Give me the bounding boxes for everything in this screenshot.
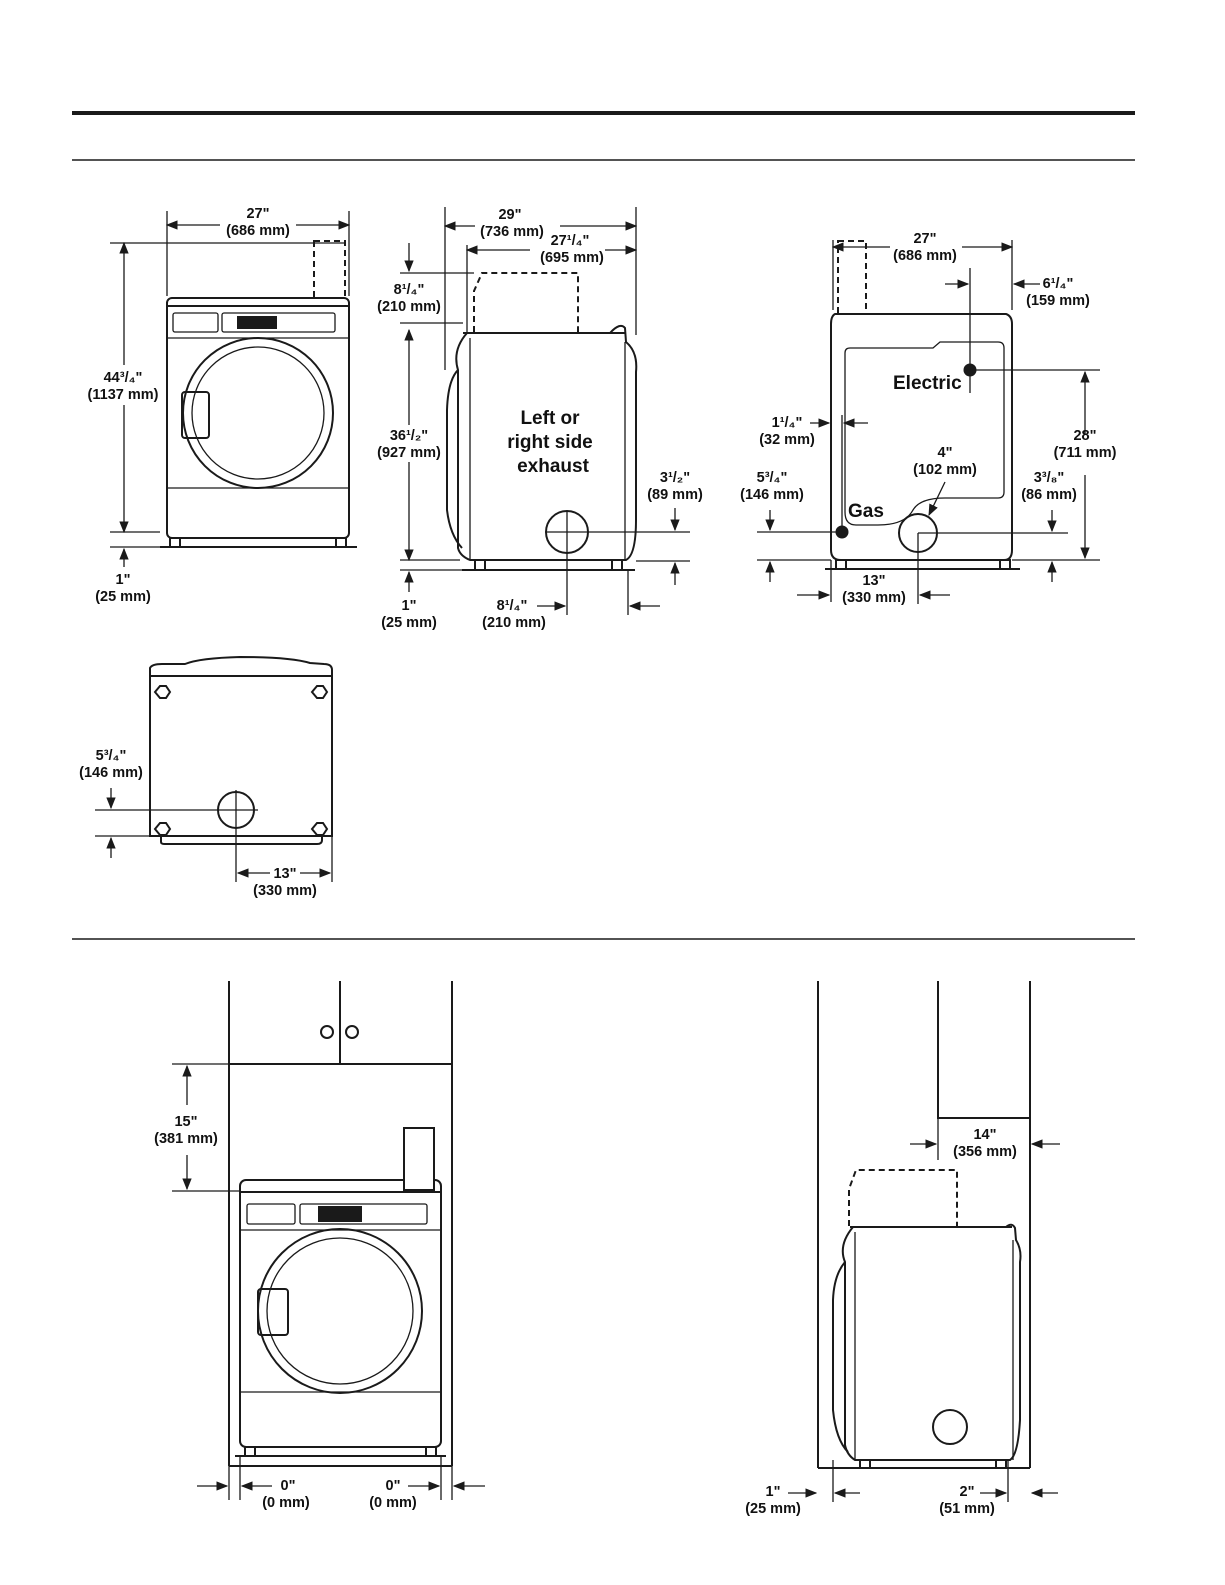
rear-width-in: 27" <box>913 231 936 247</box>
closet-side-vent-dashed <box>848 1169 958 1226</box>
rear-width-mm: (686 mm) <box>893 248 957 264</box>
closet-front-gap-in: 1" <box>766 1484 781 1500</box>
rear-gas-height-in: 5³/₄" <box>757 470 788 486</box>
closet-side-dryer <box>841 1223 1022 1461</box>
side-body-height-mm: (927 mm) <box>377 445 441 461</box>
bottom-center-in: 13" <box>273 866 296 882</box>
side-vent-height-in: 8¹/₄" <box>394 282 425 298</box>
front-foot-in: 1" <box>116 572 131 588</box>
closet-front-gap-mm: (25 mm) <box>745 1501 801 1517</box>
side-cabinet-depth-in: 27¹/₄" <box>551 233 590 249</box>
closet-front: 15" (381 mm) 0" (0 mm) 0" (0 mm) <box>154 981 485 1511</box>
side-exhaust-height-in: 3¹/₂" <box>660 470 690 486</box>
rear-view: Electric Gas 27" (686 mm) 6¹/₄" (159 mm)… <box>740 231 1116 606</box>
side-exhaust-back-mm: (210 mm) <box>482 615 546 631</box>
bottom-center-mm: (330 mm) <box>253 883 317 899</box>
gas-label: Gas <box>848 501 884 522</box>
front-view: 27" (686 mm) 44³/₄" (1137 mm) 1" (25 mm) <box>88 206 357 605</box>
side-body-height-in: 36¹/₂" <box>390 428 428 444</box>
closet-cabinet-gap-in: 15" <box>174 1114 197 1130</box>
side-cabinet <box>455 324 638 561</box>
bottom-height-mm: (146 mm) <box>79 765 143 781</box>
rear-gas-height-mm: (146 mm) <box>740 487 804 503</box>
closet-side: 14" (356 mm) 1" (25 mm) 2" (51 mm) <box>745 981 1060 1517</box>
rear-right-offset-mm: (86 mm) <box>1021 487 1077 503</box>
rear-right-offset-in: 3³/₈" <box>1034 470 1065 486</box>
front-cabinet <box>166 297 350 539</box>
rear-electric-height-mm: (711 mm) <box>1054 445 1117 461</box>
rear-cabinet <box>830 313 1013 561</box>
closet-rear-gap-in: 2" <box>960 1484 975 1500</box>
foot-bottom-left <box>153 822 172 836</box>
closet-rear-gap-mm: (51 mm) <box>939 1501 995 1517</box>
front-vent-dashed <box>313 240 346 299</box>
foot-top-left <box>153 685 172 699</box>
control-display <box>237 316 277 329</box>
side-exhaust-back-in: 8¹/₄" <box>497 598 528 614</box>
front-width-mm: (686 mm) <box>226 223 290 239</box>
exhaust-label-1: Left or <box>520 408 580 429</box>
rear-electric-height-in: 28" <box>1073 428 1096 444</box>
rear-exhaust-dia-in: 4" <box>938 445 953 461</box>
closet-side-shelf <box>937 981 1030 1119</box>
rear-vent-dashed <box>837 240 867 315</box>
closet-shelf-in: 14" <box>973 1127 996 1143</box>
side-foot-in: 1" <box>402 598 417 614</box>
front-foot-mm: (25 mm) <box>95 589 151 605</box>
closet-left-gap-in: 0" <box>281 1478 296 1494</box>
foot-bottom-right <box>310 822 329 836</box>
exhaust-label-2: right side <box>507 432 593 453</box>
closet-shelf-mm: (356 mm) <box>953 1144 1017 1160</box>
bottom-top-lip <box>149 655 333 677</box>
bottom-cabinet <box>149 675 333 837</box>
side-cabinet-depth-mm: (695 mm) <box>540 250 604 266</box>
closet-right-gap-mm: (0 mm) <box>369 1495 417 1511</box>
foot-top-right <box>310 685 329 699</box>
side-depth-in: 29" <box>498 207 521 223</box>
front-width-in: 27" <box>246 206 269 222</box>
side-view: Left or right side exhaust 29" (736 mm) … <box>377 207 703 631</box>
rear-electric-offset-in: 6¹/₄" <box>1043 276 1074 292</box>
cabinet-knob-left <box>320 1025 334 1039</box>
cabinet-knob-right <box>345 1025 359 1039</box>
bottom-height-in: 5³/₄" <box>96 748 127 764</box>
closet-right-gap-in: 0" <box>386 1478 401 1494</box>
bottom-view: 5³/₄" (146 mm) 13" (330 mm) <box>79 655 333 899</box>
front-height-in: 44³/₄" <box>104 370 143 386</box>
rear-left-offset-mm: (32 mm) <box>759 432 815 448</box>
side-vent-dashed <box>473 272 579 332</box>
closet-front-vent <box>403 1127 435 1191</box>
closet-left-gap-mm: (0 mm) <box>262 1495 310 1511</box>
rear-exhaust-dia-mm: (102 mm) <box>913 462 977 478</box>
electric-label: Electric <box>893 373 962 394</box>
front-height-mm: (1137 mm) <box>88 387 159 403</box>
door-handle <box>181 391 210 439</box>
side-vent-height-mm: (210 mm) <box>377 299 441 315</box>
rear-exhaust-center-mm: (330 mm) <box>842 590 906 606</box>
side-exhaust-height-mm: (89 mm) <box>647 487 703 503</box>
side-foot-mm: (25 mm) <box>381 615 437 631</box>
rear-exhaust-center-in: 13" <box>862 573 885 589</box>
closet-cabinet-gap-mm: (381 mm) <box>154 1131 218 1147</box>
rear-panel <box>844 341 1005 526</box>
rear-electric-offset-mm: (159 mm) <box>1026 293 1090 309</box>
exhaust-label-3: exhaust <box>517 456 589 477</box>
side-depth-mm: (736 mm) <box>480 224 544 240</box>
rear-left-offset-in: 1¹/₄" <box>772 415 803 431</box>
